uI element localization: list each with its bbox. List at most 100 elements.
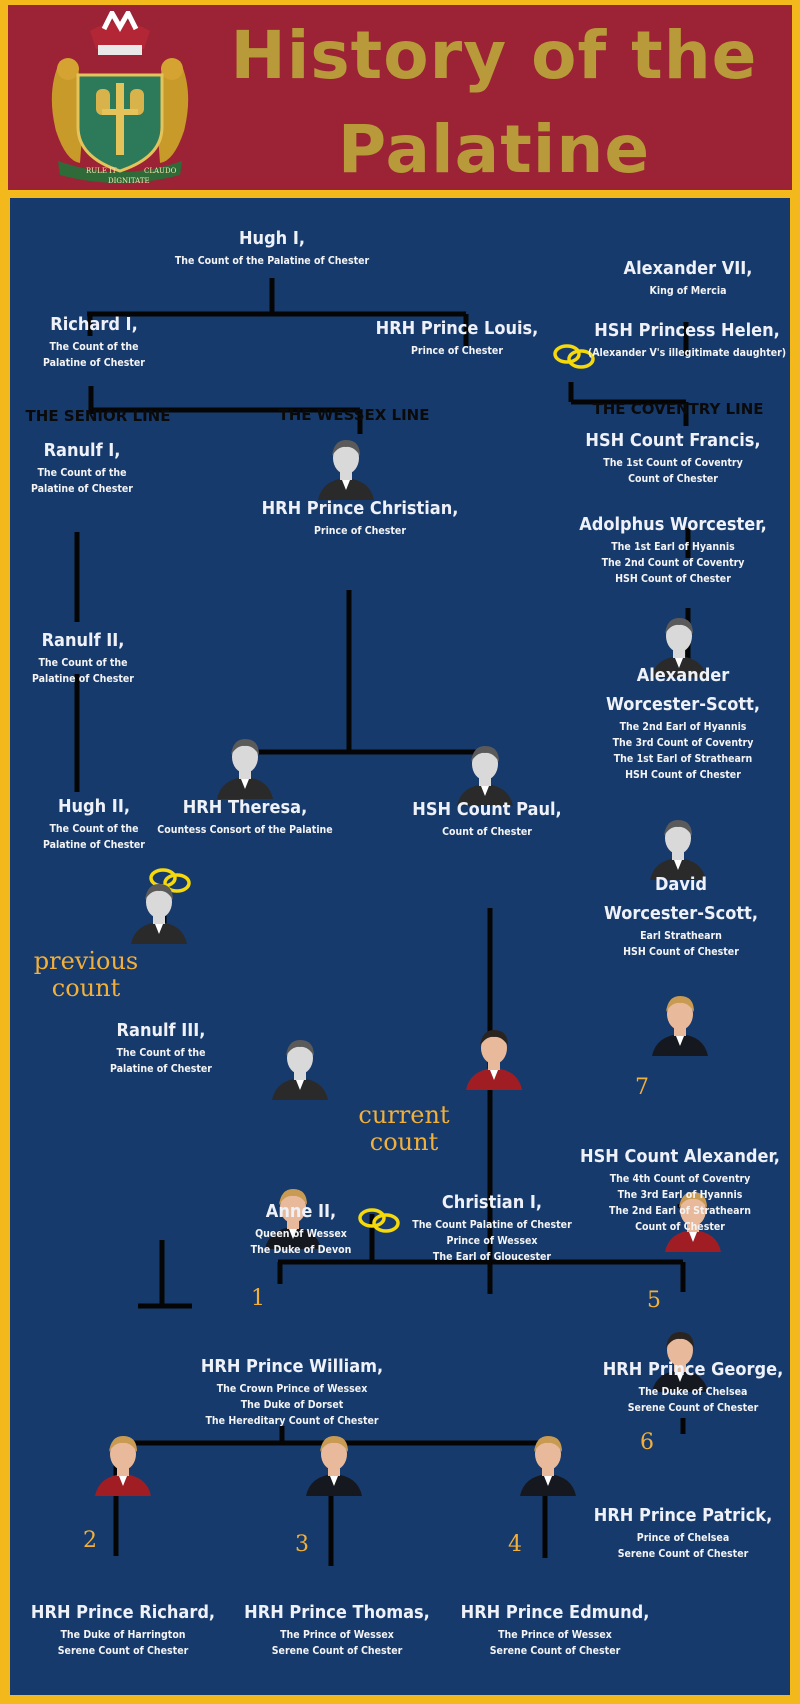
person-title: The Count of the (116, 1047, 206, 1059)
person-alexander7: Alexander VII,King of Mercia (624, 254, 753, 299)
person-name: HSH Princess Helen, (594, 320, 780, 341)
line-label-coventry: THE COVENTRY LINE (592, 400, 764, 418)
portrait-patrick (652, 1332, 708, 1392)
person-title: The 3rd Earl of Hyannis (617, 1189, 743, 1201)
person-title: Count of Chester (628, 473, 718, 485)
person-title: The Duke of Chelsea (638, 1386, 748, 1398)
person-title: Serene Count of Chester (271, 1645, 403, 1657)
person-name: Hugh I, (238, 228, 306, 249)
person-title: The 2nd Count of Coventry (601, 557, 745, 569)
person-name: HRH Prince Louis, (375, 318, 539, 339)
wedding-rings-icon (358, 1208, 400, 1233)
person-title: The 1st Count of Coventry (603, 457, 743, 469)
person-title: Serene Count of Chester (57, 1645, 189, 1657)
coat-of-arms-logo: RULE IT DIGNITATE CLAUDO (51, 11, 189, 185)
person-name: HSH Count Francis, (585, 430, 761, 451)
person-title: Palatine of Chester (32, 673, 134, 685)
person-francis: HSH Count Francis, The 1st Count of Coven… (585, 426, 760, 487)
person-title: HSH Count of Chester (625, 769, 741, 781)
line-label-senior: THE SENIOR LINE (25, 407, 171, 425)
person-title: Prince of Chester (313, 525, 406, 537)
person-title: The Earl of Gloucester (432, 1251, 552, 1263)
person-title: Serene Count of Chester (627, 1402, 759, 1414)
portrait-christian_prince (318, 440, 374, 500)
person-helen: HSH Princess Helen, (Alexander V's illegi… (588, 316, 786, 361)
person-title: The Count of the Palatine of Chester (174, 255, 370, 267)
person-name: Christian I, (441, 1192, 543, 1213)
header-banner: RULE IT DIGNITATE CLAUDO History of the … (8, 5, 792, 282)
person-name: HRH Prince Thomas, (244, 1602, 430, 1623)
person-count_alexander: HSH Count Alexander,The 4th Count of Cov… (580, 1142, 780, 1235)
person-title: The Count of the (49, 823, 139, 835)
person-title: Palatine of Chester (43, 357, 145, 369)
person-name: HRH Prince Richard, (30, 1602, 216, 1623)
portrait-edmund (520, 1436, 576, 1496)
person-title: Serene Count of Chester (489, 1645, 621, 1657)
person-title: HSH Count of Chester (615, 573, 731, 585)
portrait-george (665, 1192, 721, 1252)
portrait-alexander_ws (651, 618, 707, 678)
person-title: (Alexander V's illegitimate daughter) (587, 347, 787, 359)
line-label-wessex: THE WESSEX LINE (278, 406, 430, 424)
person-theresa: HRH Theresa, Countess Consort of the Pala… (157, 793, 332, 838)
portrait-david (650, 820, 706, 880)
person-title: The Duke of Devon (250, 1244, 352, 1256)
person-title: The Hereditary Count of Chester (205, 1415, 379, 1427)
person-christian_prince: HRH Prince Christian,Prince of Chester (262, 494, 459, 539)
person-title: Prince of Chester (411, 345, 503, 357)
title-line-1: History of the (230, 17, 758, 94)
person-title: Prince of Chelsea (636, 1532, 730, 1544)
person-title: The Count of the (38, 657, 128, 669)
person-title: The Crown Prince of Wessex (216, 1383, 368, 1395)
person-title: The 2nd Earl of Hyannis (619, 721, 747, 733)
person-title: Palatine of Chester (43, 839, 145, 851)
person-name: Ranulf I, (43, 440, 121, 461)
person-title: The Duke of Dorset (240, 1399, 344, 1411)
person-title: The 3rd Count of Coventry (612, 737, 754, 749)
person-name: HRH Prince George, (602, 1359, 784, 1380)
person-name: Richard I, (50, 314, 138, 335)
portrait-paul (457, 746, 513, 806)
person-name: HRH Prince Edmund, (460, 1602, 650, 1623)
portrait-william (265, 1189, 321, 1249)
succession-number-william: 1 (251, 1286, 265, 1311)
succession-number-richard_prince: 2 (83, 1528, 97, 1553)
person-hugh1: Hugh I, The Count of the Palatine of Ches… (175, 224, 369, 269)
person-title: Countess Consort of the Palatine (157, 824, 333, 836)
person-title: Palatine of Chester (110, 1063, 212, 1075)
person-title: The Count of the (37, 467, 127, 479)
person-title: The 4th Count of Coventry (609, 1173, 751, 1185)
person-name: Hugh II, (57, 796, 131, 817)
person-name: HRH Theresa, (182, 797, 308, 818)
portrait-richard_prince (95, 1436, 151, 1496)
person-title: The 1st Earl of Hyannis (611, 541, 735, 553)
person-title: The Prince of Wessex (280, 1629, 394, 1641)
succession-number-count_alexander: 7 (635, 1075, 649, 1100)
person-title: The Prince of Wessex (498, 1629, 612, 1641)
portrait-theresa (217, 739, 273, 799)
person-name: Adolphus Worcester, (579, 514, 767, 535)
person-title: Count of Chester (442, 826, 532, 838)
person-title: King of Mercia (649, 285, 727, 297)
person-title: The Duke of Harrington (60, 1629, 186, 1641)
person-william: HRH Prince William,The Crown Prince of W… (201, 1352, 383, 1429)
person-title: The 2nd Earl of Strathearn (609, 1205, 751, 1217)
crest-motto-right: CLAUDO (144, 167, 177, 175)
person-name: HRH Prince Patrick, (593, 1505, 773, 1526)
person-name: HSH Count Paul, (412, 799, 562, 820)
person-adolphus: Adolphus Worcester, The 1st Earl of Hyann… (579, 510, 767, 587)
